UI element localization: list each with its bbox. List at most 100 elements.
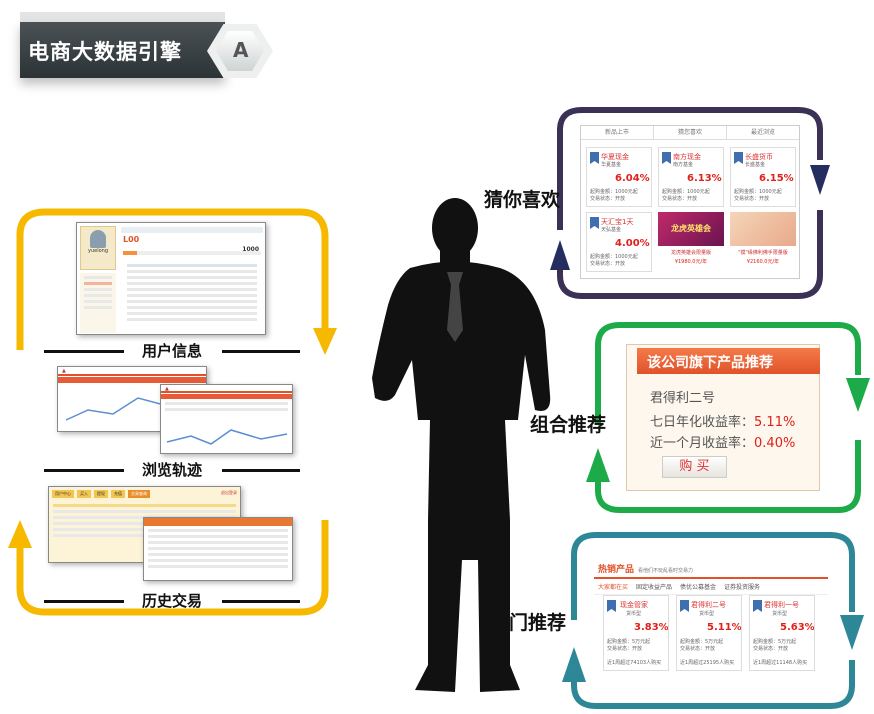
promo-title: 龙虎英雄会限量版: [658, 249, 724, 256]
browse-chart-2: [161, 414, 293, 450]
hot-card-1[interactable]: 现金管家 货币型 3.83% 起购金额：5万元起 交易状态：开放 近1周超过74…: [603, 595, 669, 671]
product-type: 华夏基金: [601, 161, 621, 168]
yellow-arrow-down: [313, 328, 337, 355]
user-info-line-right: [222, 350, 300, 353]
product-meta: 起购金额：5万元起: [607, 639, 650, 646]
hot-header-row: 热销产品 看他们不玩乱看时交易力: [594, 560, 828, 579]
user-level-badge: L00: [123, 235, 139, 244]
product-rate: 6.15%: [759, 173, 794, 184]
user-menu: [80, 273, 116, 333]
product-meta: 交易状态：开放: [680, 646, 715, 653]
product-meta: 起购金额：1000元起: [662, 189, 710, 196]
history-logout: 退出登录: [221, 490, 237, 498]
history-tab-active: 交易查询: [128, 490, 150, 498]
hot-tab[interactable]: 固定收益产品: [636, 582, 672, 591]
avatar: [90, 230, 106, 248]
history-tabs: 用户中心 买入 提现 充值 交易查询 退出登录: [49, 487, 240, 501]
guess-tab[interactable]: 猜您喜欢: [653, 126, 726, 139]
hot-card-2[interactable]: 君得利二号 货币型 5.11% 起购金额：5万元起 交易状态：开放 近1周超过2…: [676, 595, 742, 671]
combo-label: 组合推荐: [530, 410, 606, 437]
bookmark-icon: [590, 152, 599, 164]
hot-header: 热销产品: [598, 562, 634, 575]
browse-screenshot-2: ▲: [160, 384, 293, 454]
product-type: 货币型: [626, 610, 641, 617]
history-line-right: [222, 600, 300, 603]
guess-card-1[interactable]: 华夏现金 华夏基金 6.04% 起购金额：1000元起 交易状态：开放: [586, 147, 652, 207]
hot-tab[interactable]: 证券投资服务: [724, 582, 760, 591]
product-meta: 交易状态：开放: [662, 196, 697, 203]
user-name: yuelong: [81, 248, 115, 254]
hot-tab[interactable]: 债优公募基金: [680, 582, 716, 591]
user-amount: 1000: [242, 246, 259, 253]
teal-arrow-up: [562, 647, 586, 682]
product-name: 君得利二号: [691, 600, 726, 610]
history-line-left: [44, 600, 124, 603]
combo-line-1-label: 七日年化收益率：: [650, 415, 754, 430]
bookmark-icon: [607, 600, 616, 612]
guess-card-2[interactable]: 南方现金 南方基金 6.13% 起购金额：1000元起 交易状态：开放: [658, 147, 724, 207]
product-name: 君得利一号: [764, 600, 799, 610]
promo-item-2[interactable]: "摸"缘佛利佛手限量版 ¥2160.0元/年: [730, 212, 796, 272]
product-meta: 交易状态：开放: [590, 196, 625, 203]
history-tab: 充值: [111, 490, 125, 498]
combo-line-2-value: 0.40%: [754, 436, 795, 451]
product-type: 天弘基金: [601, 226, 621, 233]
product-rate: 6.04%: [615, 173, 650, 184]
bookmark-icon: [590, 217, 599, 229]
product-buyers: 近1周超过11148人购买: [753, 660, 807, 667]
browse-logo-2: ▲: [161, 385, 292, 393]
user-info-screenshot: yuelong L00 1000: [76, 222, 266, 335]
history-tab: 提现: [94, 490, 108, 498]
user-info-line-left: [44, 350, 124, 353]
hot-card-3[interactable]: 君得利一号 货币型 5.63% 起购金额：5万元起 交易状态：开放 近1周超过1…: [749, 595, 815, 671]
combo-line-1: 七日年化收益率：5.11%: [650, 411, 795, 430]
guess-card-3[interactable]: 长盛货币 长盛基金 6.15% 起购金额：1000元起 交易状态：开放: [730, 147, 796, 207]
guess-card-4[interactable]: 天汇宝1天 天弘基金 4.00% 起购金额：1000元起 交易状态：开放: [586, 212, 652, 272]
history-table-header: [144, 518, 292, 526]
product-meta: 起购金额：1000元起: [590, 189, 638, 196]
product-meta: 交易状态：开放: [753, 646, 788, 653]
guess-tab[interactable]: 新品上市: [581, 126, 653, 139]
buy-button[interactable]: 购 买: [662, 456, 727, 478]
history-tab: 买入: [77, 490, 91, 498]
green-arrow-up: [586, 448, 610, 482]
product-meta: 起购金额：1000元起: [734, 189, 782, 196]
promo-banner: 龙虎英雄会: [658, 212, 724, 246]
guess-tabs: 新品上市 猜您喜欢 最近浏览: [581, 126, 799, 140]
browse-nav: [58, 377, 206, 383]
product-rate: 3.83%: [634, 622, 669, 633]
promo-item-1[interactable]: 龙虎英雄会 龙虎英雄会限量版 ¥1980.0元/年: [658, 212, 724, 272]
teal-arrow-down: [840, 615, 864, 650]
bookmark-icon: [734, 152, 743, 164]
yellow-arrow-up: [8, 520, 32, 548]
browse-logo: ▲: [58, 367, 206, 376]
history-screenshot-2: [143, 517, 293, 581]
bookmark-icon: [662, 152, 671, 164]
user-info-label: 用户信息: [142, 340, 202, 361]
product-meta: 交易状态：开放: [607, 646, 642, 653]
combo-line-2-label: 近一个月收益率：: [650, 436, 754, 451]
product-meta: 交易状态：开放: [734, 196, 769, 203]
product-rate: 5.63%: [780, 622, 815, 633]
hot-header-sub: 看他们不玩乱看时交易力: [638, 567, 693, 574]
product-meta: 起购金额：1000元起: [590, 254, 638, 261]
guess-tab[interactable]: 最近浏览: [726, 126, 799, 139]
promo-price: ¥2160.0元/年: [730, 258, 796, 265]
browse-line-right: [222, 469, 300, 472]
guess-label: 猜你喜欢: [484, 185, 560, 212]
purple-arrow-down: [810, 165, 830, 195]
combo-line-2: 近一个月收益率：0.40%: [650, 432, 795, 451]
product-meta: 起购金额：5万元起: [753, 639, 796, 646]
green-arrow-down: [846, 378, 870, 412]
promo-image: [730, 212, 796, 246]
history-label: 历史交易: [142, 590, 202, 611]
bookmark-icon: [753, 600, 762, 612]
hot-tab-active[interactable]: 大家都在买: [598, 582, 628, 591]
purple-arrow-up: [550, 240, 570, 270]
browse-nav-2: [161, 394, 292, 399]
product-name: 现金管家: [620, 600, 648, 610]
user-table: [123, 261, 261, 324]
browse-trace-label: 浏览轨迹: [142, 459, 202, 480]
product-type: 南方基金: [673, 161, 693, 168]
browse-line-left: [44, 469, 124, 472]
